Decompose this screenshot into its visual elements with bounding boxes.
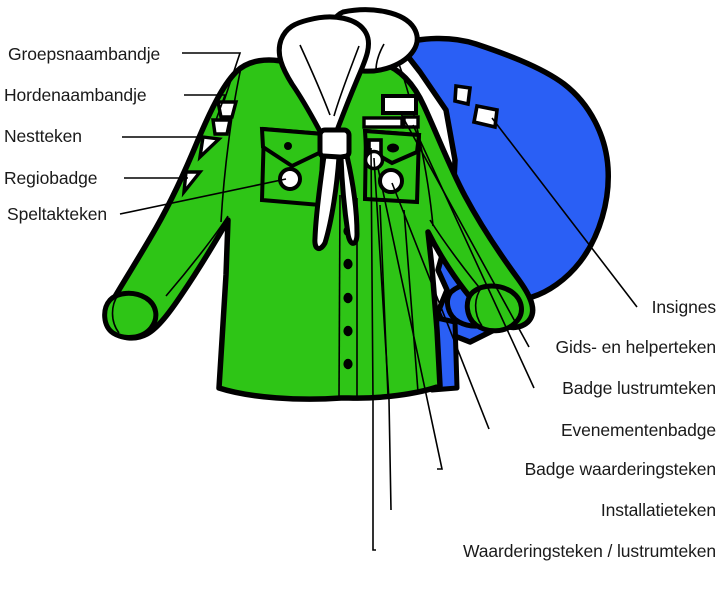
left-cuff: [102, 290, 159, 340]
button: [343, 358, 353, 370]
hordenaambandje-badge: [211, 118, 233, 136]
leader-groepsnaambandje: [182, 52, 242, 102]
pocket-flap-button: [387, 143, 399, 153]
neckerchief-tail-right: [338, 153, 360, 246]
leader-lines-left: [119, 52, 287, 215]
button-placket: [338, 194, 341, 399]
left-armhole-seam: [165, 215, 229, 297]
label-speltakteken[interactable]: Speltakteken: [7, 204, 107, 224]
neckerchief-fold-left: [299, 44, 331, 116]
leader-insignes: [491, 117, 638, 308]
groepsnaambandje-badge: [215, 100, 239, 119]
insignes-badge-upper: [453, 83, 473, 107]
button: [343, 258, 353, 270]
leader-speltakteken: [119, 178, 287, 215]
pocket-flap-button: [284, 142, 292, 150]
leader-lines-right: [370, 111, 638, 551]
label-badge-lustrumteken[interactable]: Badge lustrumteken: [562, 378, 716, 398]
labels-right: Insignes Gids- en helperteken Badge lust…: [463, 297, 716, 561]
neckerchief-back-crease: [375, 43, 385, 71]
label-installatieteken[interactable]: Installatieteken: [601, 500, 716, 520]
label-nestteken[interactable]: Nestteken: [4, 126, 82, 146]
label-hordenaambandje[interactable]: Hordenaambandje: [4, 85, 147, 105]
label-gids-en-helperteken[interactable]: Gids- en helperteken: [556, 337, 717, 357]
nestteken-badge: [197, 135, 223, 162]
leader-waarderingsteken-lustrumteken: [370, 147, 376, 551]
neckerchief: [276, 7, 420, 252]
pocket-flap: [259, 126, 326, 169]
left-cuff-fold: [111, 294, 120, 334]
label-regiobadge[interactable]: Regiobadge: [4, 168, 97, 188]
insignes-badge-lower: [471, 103, 499, 130]
label-badge-waarderingsteken[interactable]: Badge waarderingsteken: [525, 459, 717, 479]
leader-evenementenbadge: [391, 182, 490, 430]
name-strip-badge: [362, 116, 404, 129]
leader-badge-lustrumteken: [412, 124, 535, 389]
leader-hordenaambandje: [184, 94, 227, 121]
button: [343, 325, 353, 337]
label-evenementenbadge[interactable]: Evenementenbadge: [561, 420, 716, 440]
badge-lustrumteken-small: [402, 115, 420, 129]
neckerchief-fold-right: [333, 45, 360, 117]
right-cuff-fold: [474, 286, 483, 327]
gids-en-helperteken-badge: [381, 94, 418, 115]
label-waarderingsteken-lustrumteken[interactable]: Waarderingsteken / lustrumteken: [463, 541, 716, 561]
label-insignes[interactable]: Insignes: [652, 297, 717, 317]
button: [343, 292, 353, 304]
leader-installatieteken: [373, 157, 392, 511]
label-groepsnaambandje[interactable]: Groepsnaambandje: [8, 44, 160, 64]
speltakteken-badge: [278, 167, 302, 191]
leader-gids-en-helperteken: [399, 111, 530, 348]
right-chest-pocket: [362, 128, 422, 205]
body-fold-line: [403, 209, 419, 393]
left-shoulder-seam: [220, 67, 242, 223]
neckerchief-tail-left: [312, 153, 342, 252]
labels-left: Groepsnaambandje Hordenaambandje Nesttek…: [4, 44, 160, 224]
evenementenbadge: [378, 168, 404, 194]
regiobadge-badge: [181, 170, 204, 198]
left-chest-pocket: [259, 126, 326, 208]
leader-badge-waarderingsteken: [377, 167, 443, 470]
neckerchief-knot: [317, 127, 352, 160]
